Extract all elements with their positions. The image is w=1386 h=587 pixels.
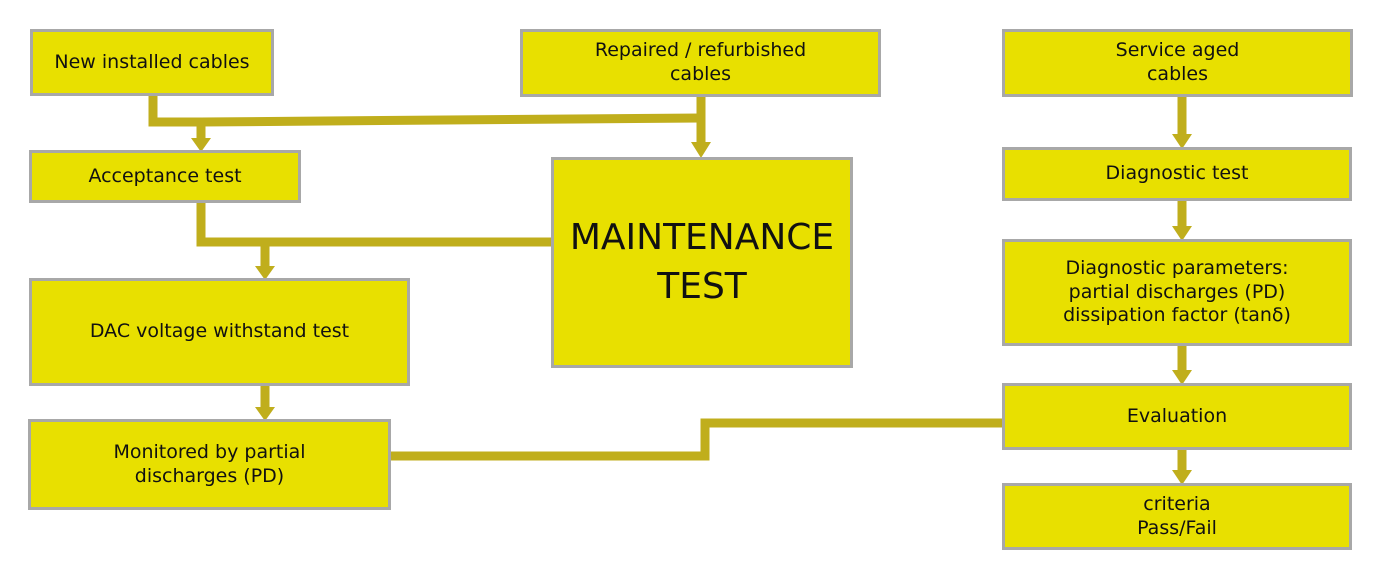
arrowhead-parameters [1172,226,1192,241]
node-criteria-pass-fail: criteria Pass/Fail [1002,483,1352,550]
arrowhead-criteria [1172,470,1192,485]
arrowhead-evaluation [1172,370,1192,385]
node-label: Monitored by partial discharges (PD) [113,440,306,487]
connector-monitored-to-evaluation [390,418,1002,461]
node-monitored-by-partial-discharges: Monitored by partial discharges (PD) [28,419,391,510]
node-label: MAINTENANCE TEST [569,216,835,307]
node-dac-voltage-withstand-test: DAC voltage withstand test [29,278,410,386]
node-service-aged-cables: Service aged cables [1002,29,1353,97]
node-maintenance-test: MAINTENANCE TEST [551,157,853,368]
node-label: Acceptance test [88,164,242,187]
node-label: Service aged cables [1115,39,1240,85]
node-acceptance-test: Acceptance test [29,150,301,203]
node-diagnostic-test: Diagnostic test [1002,147,1352,201]
node-diagnostic-parameters: Diagnostic parameters: partial discharge… [1002,239,1352,346]
connector-new-to-acceptance [148,96,206,140]
node-label: Diagnostic parameters: partial discharge… [1063,256,1291,327]
node-label: criteria Pass/Fail [1137,492,1217,539]
connector-acceptance-to-dac [196,202,270,268]
arrowhead-acceptance [191,138,211,152]
node-label: Repaired / refurbished cables [594,39,807,85]
node-label: Diagnostic test [1105,162,1249,185]
node-label: Evaluation [1126,404,1228,427]
node-label: New installed cables [54,50,250,73]
node-evaluation: Evaluation [1002,383,1352,450]
arrowhead-monitored [255,407,275,421]
arrowhead-diagnostic-test [1172,134,1192,149]
arrowhead-dac [255,266,275,280]
node-label: DAC voltage withstand test [89,320,350,343]
node-new-installed-cables: New installed cables [30,29,274,96]
arrowhead-maintenance [691,142,711,158]
node-repaired-refurbished-cables: Repaired / refurbished cables [520,29,881,97]
connector-new-to-maintenance [200,113,702,127]
